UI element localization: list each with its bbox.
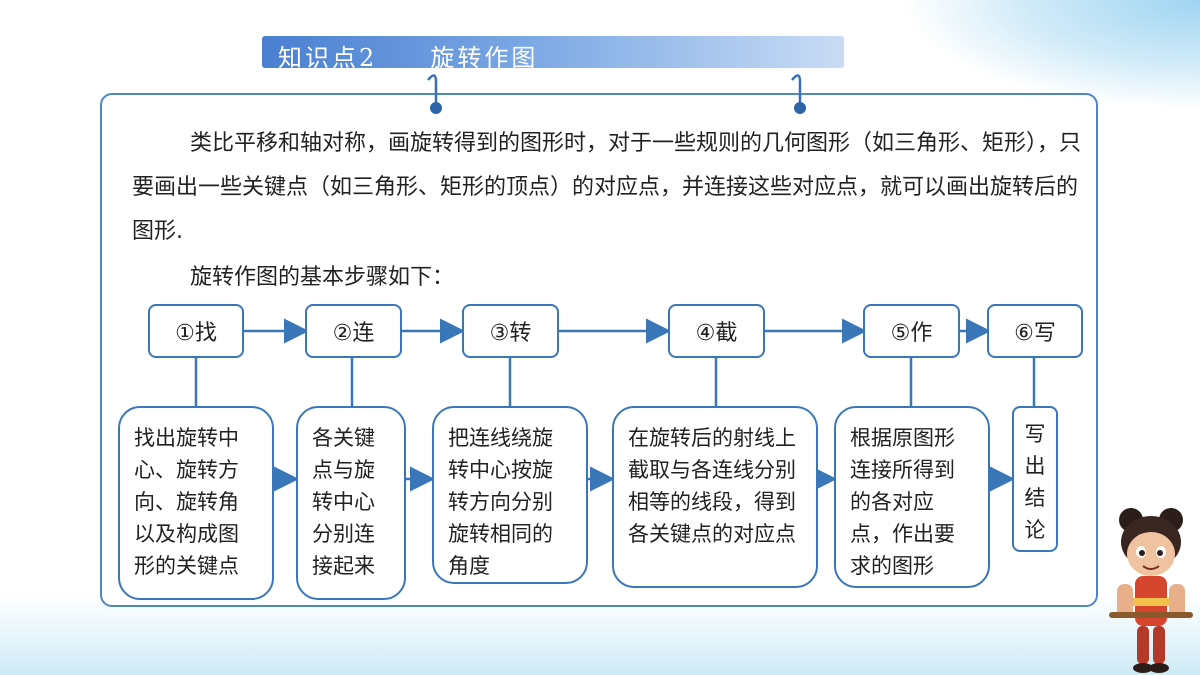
- step-write: ⑥写: [987, 304, 1083, 358]
- step-find-description: 找出旋转中心、旋转方向、旋转角以及构成图形的关键点: [118, 406, 274, 600]
- page-title: 知识点2 旋转作图: [278, 44, 539, 72]
- binder-hook-right: [791, 74, 806, 114]
- step-connect: ②连: [305, 304, 402, 358]
- step-rotate: ③转: [462, 304, 559, 358]
- step-draw: ⑤作: [863, 304, 960, 358]
- background-wave-top: [900, 0, 1200, 110]
- steps-intro: 旋转作图的基本步骤如下：: [190, 265, 455, 290]
- step-cut: ④截: [668, 304, 765, 358]
- title-bar: 知识点2 旋转作图: [262, 36, 844, 72]
- step-connect-description: 各关键点与旋转中心分别连接起来: [296, 406, 406, 600]
- binder-hook-left: [427, 74, 442, 114]
- step-write-description: 写出结论: [1012, 406, 1058, 552]
- step-find: ①找: [148, 304, 244, 358]
- intro-paragraph: 类比平移和轴对称，画旋转得到的图形时，对于一些规则的几何图形（如三角形、矩形），…: [132, 131, 1082, 244]
- step-draw-description: 根据原图形连接所得到的各对应点，作出要求的图形: [834, 406, 990, 588]
- step-rotate-description: 把连线绕旋转中心按旋转方向分别旋转相同的角度: [432, 406, 588, 584]
- background-wave-bottom: [0, 595, 1200, 675]
- mascot-character-illustration: [1109, 508, 1193, 673]
- step-cut-description: 在旋转后的射线上截取与各连线分别相等的线段，得到各关键点的对应点: [612, 406, 818, 588]
